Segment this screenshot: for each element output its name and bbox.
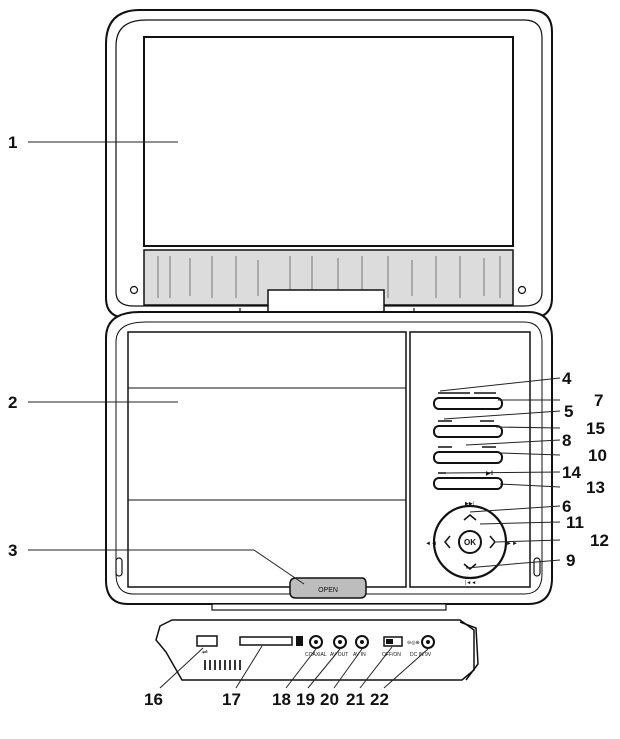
play-pause-button[interactable] <box>433 477 503 490</box>
callout-11: 11 <box>566 513 584 532</box>
mode-button[interactable] <box>433 397 503 410</box>
callouts <box>28 141 561 689</box>
coax-label: COAXIAL <box>305 652 327 658</box>
next-icon: ►► <box>506 541 518 547</box>
callout-8: 8 <box>562 431 571 450</box>
callout-1: 1 <box>8 133 17 152</box>
callout-10: 10 <box>588 446 607 465</box>
side-panel: ⇌ COAXIAL AV OUT AV IN OFF/ON ⊖◎⊕ DC IN … <box>155 619 479 681</box>
callout-16: 16 <box>144 690 163 709</box>
nav-down-icon[interactable] <box>463 563 477 570</box>
screen-lid <box>105 9 553 319</box>
svg-text:⊖◎⊕: ⊖◎⊕ <box>407 640 420 646</box>
callout-19: 19 <box>296 690 315 709</box>
prev-icon: ◄◄ <box>425 541 437 547</box>
play-icon: ▶‖ <box>486 471 493 477</box>
callout-9: 9 <box>566 551 575 570</box>
setup-button[interactable] <box>433 425 503 438</box>
callout-14: 14 <box>562 463 581 482</box>
nav-left-icon[interactable] <box>444 535 451 549</box>
usb-icon: ⇌ <box>202 649 208 656</box>
callout-12: 12 <box>590 531 609 550</box>
callout-18: 18 <box>272 690 291 709</box>
callout-20: 20 <box>320 690 339 709</box>
callout-13: 13 <box>586 478 605 497</box>
callout-6: 6 <box>562 497 571 516</box>
ok-button[interactable] <box>458 530 482 554</box>
vent-grille <box>204 660 241 670</box>
callout-5: 5 <box>564 402 573 421</box>
callout-2: 2 <box>8 393 17 412</box>
callout-22: 22 <box>370 690 389 709</box>
nav-right-icon[interactable] <box>489 535 496 549</box>
lcd-screen <box>143 36 514 247</box>
open-button[interactable]: OPEN <box>289 577 367 599</box>
sd-card-icon <box>296 636 303 646</box>
callout-15: 15 <box>586 419 605 438</box>
av-in-label: AV IN <box>353 652 366 658</box>
callout-17: 17 <box>222 690 241 709</box>
callout-numbers: 1 2 3 4 7 5 15 8 10 14 13 6 11 12 9 16 1… <box>8 133 609 709</box>
control-buttons: ▶‖ <box>433 392 503 490</box>
svg-text:▶▶|: ▶▶| <box>465 501 474 507</box>
svg-text:|◄◄: |◄◄ <box>465 580 476 586</box>
callout-4: 4 <box>562 369 572 388</box>
ok-label: OK <box>464 538 476 547</box>
open-label: OPEN <box>318 587 338 594</box>
off-on-label: OFF/ON <box>382 652 401 658</box>
disc-lid <box>127 331 407 588</box>
vol-button[interactable] <box>433 451 503 464</box>
callout-21: 21 <box>346 690 365 709</box>
nav-up-icon[interactable] <box>463 514 477 521</box>
callout-3: 3 <box>8 541 17 560</box>
usb-port[interactable] <box>196 635 218 647</box>
callout-7: 7 <box>594 391 603 410</box>
sd-card-slot[interactable] <box>239 636 293 646</box>
av-out-label: AV OUT <box>330 652 348 658</box>
